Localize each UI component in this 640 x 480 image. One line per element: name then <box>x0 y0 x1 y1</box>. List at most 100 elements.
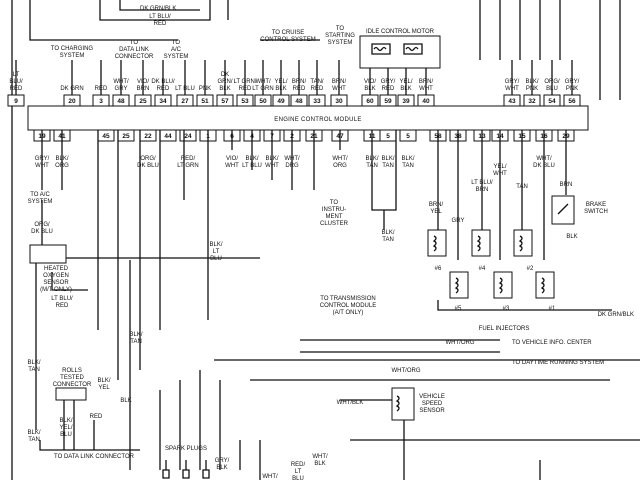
wire-label-gry: GRY <box>452 218 465 224</box>
ecm-top-pin-label: VIO/BRN <box>137 79 150 92</box>
ecm-top-pin-number: 57 <box>221 98 229 105</box>
ecm-top-pin-label: LT BLU <box>175 86 195 92</box>
ecm-top-pin <box>154 94 172 107</box>
ecm-top-pin-number: 3 <box>99 98 103 105</box>
ecm-top-pin-number: 53 <box>241 98 249 105</box>
fuel-injector-4 <box>471 229 491 257</box>
wire-label-wht-org-2: WHT/ORG <box>392 368 421 374</box>
ecm-top-pin <box>134 94 152 107</box>
ecm-top-pin-label: ORG/BLU <box>544 79 560 92</box>
wire-label-brn: BRN <box>560 182 573 188</box>
ecm-bottom-pin-number: 5 <box>406 133 410 140</box>
ecm-top-pin-number: 48 <box>295 98 303 105</box>
motor-coil-right <box>403 43 423 55</box>
wire-label-blk-brake: BLK <box>566 234 577 240</box>
ecm-top-pin-label: YEL/BLK <box>274 79 287 92</box>
wire-label-veh-info: TO VEHICLE INFO. CENTER <box>512 340 592 346</box>
ecm-top-pin-number: 51 <box>201 98 209 105</box>
ecm-top-pin-label: TAN/RED <box>310 79 324 92</box>
ecm-top-pin <box>503 94 521 107</box>
heated-oxygen-sensor-box <box>29 244 67 264</box>
ecm-top-pin-number: 40 <box>422 98 430 105</box>
ecm-bottom-pin <box>399 129 417 142</box>
ecm-top-pin <box>7 94 25 107</box>
vehicle-speed-sensor <box>391 387 415 421</box>
ecm-top-pin-label: GRY/PNK <box>565 79 580 92</box>
ecm-top-pin-label: LT GRN/RED <box>233 79 256 92</box>
ecm-bottom-pin <box>179 129 197 142</box>
ecm-top-pin-label: GRY/WHT <box>505 79 520 92</box>
ecm-top-pin <box>417 94 435 107</box>
wire-label-gry-blk: GRY/BLK <box>215 458 230 471</box>
wire-label-wht-blk: WHT/BLK <box>337 400 364 406</box>
wire-label-dk-grn-blk-r: DK GRN/BLK <box>598 312 634 318</box>
wire-label-wht-dk-blu: WHT/DK BLU <box>533 156 555 169</box>
ecm-bottom-pin-label: VIO/WHT <box>225 156 239 169</box>
ecm-top-pin-label: BRN/RED <box>292 79 307 92</box>
ecm-top-pin-number: 60 <box>366 98 374 105</box>
ecm-top-pin-label: BLK/PNK <box>525 79 538 92</box>
wire-label-wht-blk-b: WHT/BLK <box>312 454 328 467</box>
ecm-top-pin <box>543 94 561 107</box>
ecm-top-pin-label: BRN/WHT <box>419 79 434 92</box>
injector-number: #2 <box>527 266 534 272</box>
ecm-top-pin-number: 56 <box>568 98 576 105</box>
ecm-top-pin-label: VIO/BLK <box>364 79 376 92</box>
left-wiring <box>35 130 341 480</box>
fuel-injector-6 <box>427 229 447 257</box>
wire-label-blk-tan-ll: BLK/TAN <box>27 430 40 443</box>
ecm-top-pin <box>176 94 194 107</box>
ecm-top-pin <box>272 94 290 107</box>
ecm-title: ENGINE CONTROL MODULE <box>274 117 361 123</box>
ecm-top-pin-label: DK BLU/RED <box>151 79 175 92</box>
injector-number: #3 <box>503 306 510 312</box>
ecm-bottom-pin-number: 45 <box>102 133 110 140</box>
wire-label-top-wire2: LT BLU/RED <box>149 14 171 27</box>
ecm-top-pin-number: 25 <box>139 98 147 105</box>
idle-motor-box <box>359 35 441 69</box>
motor-coil-left <box>371 43 391 55</box>
wire-label-brn-yel: BRN/YEL <box>429 202 444 215</box>
fuel-injector-5 <box>449 271 469 299</box>
ecm-bottom-pin-label: ORG/DK BLU <box>137 156 159 169</box>
wire-label-top-wire: DK GRN/BLK <box>140 6 176 12</box>
ecm-top-pin-label: WHT/GRY <box>113 79 129 92</box>
wire-label-wht-org-r: WHT/ORG <box>446 340 475 346</box>
ecm-top-pin-number: 59 <box>384 98 392 105</box>
ecm-top-pin <box>361 94 379 107</box>
ecm-top-pin-number: 27 <box>181 98 189 105</box>
ecm-top-pin-number: 32 <box>528 98 536 105</box>
wire-label-idle-motor: IDLE CONTROL MOTOR <box>366 29 435 35</box>
rolls-tested-connector-box <box>55 387 87 401</box>
ecm-top-pin-label: YEL/BLK <box>399 79 412 92</box>
ecm-top-pin <box>196 94 214 107</box>
wire-label-spark-plugs: SPARK PLUGS <box>165 446 207 452</box>
ecm-top-pin-label: GRY/RED <box>381 79 396 92</box>
ecm-top-pin-label: RED <box>95 86 108 92</box>
ecm-bottom-pin-number: 24 <box>184 133 192 140</box>
ecm-top-pin-number: 20 <box>68 98 76 105</box>
ecm-bottom-pin-label: WHT/ORG <box>332 156 348 169</box>
right-wiring <box>214 130 640 480</box>
wire-label-fuel-injectors: FUEL INJECTORS <box>479 326 530 332</box>
wire-label-lt-blu-brn: LT BLU/BRN <box>471 180 493 193</box>
spark-plugs <box>162 460 210 479</box>
wire-label-wht-b: WHT/ <box>262 474 278 480</box>
ecm-top-pin-number: 43 <box>508 98 516 105</box>
ecm-top-pin-number: 54 <box>548 98 556 105</box>
ecm-box <box>27 105 589 131</box>
wire-label-org-dk-blu: ORG/DK BLU <box>31 222 53 235</box>
